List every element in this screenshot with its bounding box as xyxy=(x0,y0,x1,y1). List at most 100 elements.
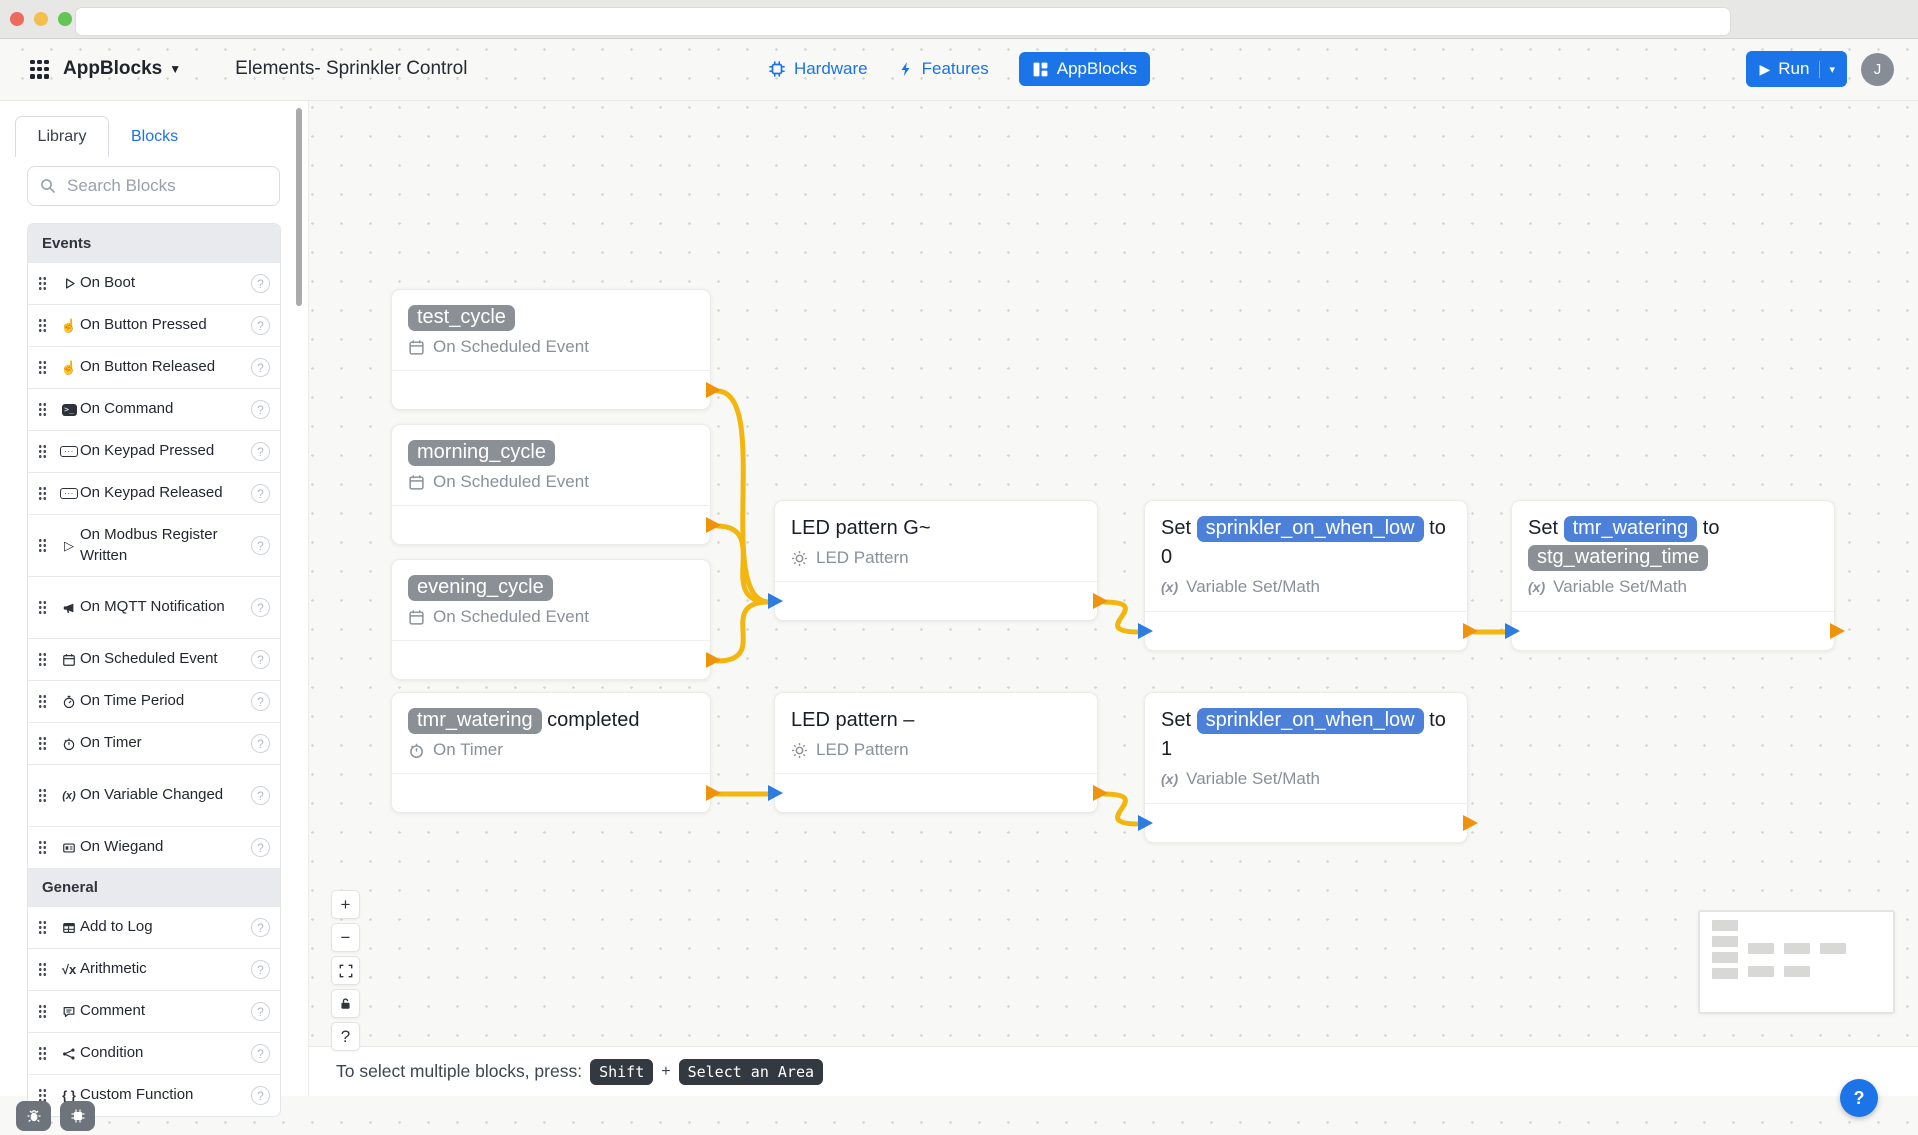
library-item-on-command[interactable]: >_ On Command ? xyxy=(28,388,280,430)
library-item-on-button-pressed[interactable]: ☝ On Button Pressed ? xyxy=(28,304,280,346)
output-port-icon[interactable] xyxy=(1463,623,1478,639)
block-morning-cycle[interactable]: morning_cycle On Scheduled Event xyxy=(391,424,721,545)
canvas-help-button[interactable]: ? xyxy=(331,1022,360,1051)
block-tmr-watering-completed[interactable]: tmr_watering completed On Timer xyxy=(391,692,721,813)
tab-blocks[interactable]: Blocks xyxy=(131,128,179,145)
drag-handle-icon[interactable] xyxy=(38,1046,47,1061)
drag-handle-icon[interactable] xyxy=(38,920,47,935)
tab-features[interactable]: Features xyxy=(898,59,989,79)
zoom-in-button[interactable]: + xyxy=(331,890,360,919)
library-item-condition[interactable]: Condition ? xyxy=(28,1032,280,1074)
input-port-icon[interactable] xyxy=(1505,623,1520,639)
library-item-on-modbus-register-written[interactable]: ▷ On Modbus Register Written ? xyxy=(28,514,280,576)
drag-handle-icon[interactable] xyxy=(38,538,47,553)
help-icon[interactable]: ? xyxy=(251,484,270,503)
help-icon[interactable]: ? xyxy=(251,734,270,753)
drag-handle-icon[interactable] xyxy=(38,600,47,615)
block-set-sprinkler-on-when-low-1[interactable]: Set sprinkler_on_when_low to 1 (x)Variab… xyxy=(1138,692,1478,843)
help-icon[interactable]: ? xyxy=(251,274,270,293)
input-port-icon[interactable] xyxy=(768,785,783,801)
output-port-icon[interactable] xyxy=(706,382,721,398)
library-item-on-wiegand[interactable]: On Wiegand ? xyxy=(28,826,280,868)
output-port-icon[interactable] xyxy=(1093,593,1108,609)
library-item-on-keypad-released[interactable]: ··· On Keypad Released ? xyxy=(28,472,280,514)
drag-handle-icon[interactable] xyxy=(38,694,47,709)
user-avatar[interactable]: J xyxy=(1861,52,1894,86)
minimap[interactable] xyxy=(1698,910,1895,1014)
tab-hardware[interactable]: Hardware xyxy=(768,59,868,79)
help-icon[interactable]: ? xyxy=(251,692,270,711)
drag-handle-icon[interactable] xyxy=(38,840,47,855)
help-icon[interactable]: ? xyxy=(251,650,270,669)
output-port-icon[interactable] xyxy=(1830,623,1845,639)
drag-handle-icon[interactable] xyxy=(38,444,47,459)
block-evening-cycle[interactable]: evening_cycle On Scheduled Event xyxy=(391,559,721,680)
search-input[interactable] xyxy=(65,175,290,197)
help-fab[interactable]: ? xyxy=(1840,1079,1878,1117)
drag-handle-icon[interactable] xyxy=(38,962,47,977)
run-button[interactable]: ▶ Run ▾ xyxy=(1745,51,1847,87)
help-icon[interactable]: ? xyxy=(251,358,270,377)
run-options-caret-icon[interactable]: ▾ xyxy=(1819,60,1837,78)
drag-handle-icon[interactable] xyxy=(38,486,47,501)
library-item-comment[interactable]: Comment ? xyxy=(28,990,280,1032)
block-set-sprinkler-on-when-low-0[interactable]: Set sprinkler_on_when_low to 0 (x)Variab… xyxy=(1138,500,1478,651)
library-item-on-variable-changed[interactable]: (x) On Variable Changed ? xyxy=(28,764,280,826)
library-item-on-keypad-pressed[interactable]: ··· On Keypad Pressed ? xyxy=(28,430,280,472)
tab-library[interactable]: Library xyxy=(15,116,109,157)
input-port-icon[interactable] xyxy=(1138,815,1153,831)
library-item-on-boot[interactable]: On Boot ? xyxy=(28,262,280,304)
drag-handle-icon[interactable] xyxy=(38,318,47,333)
help-icon[interactable]: ? xyxy=(251,838,270,857)
library-item-on-time-period[interactable]: On Time Period ? xyxy=(28,680,280,722)
library-item-on-button-released[interactable]: ☝ On Button Released ? xyxy=(28,346,280,388)
output-port-icon[interactable] xyxy=(1093,785,1108,801)
browser-address-bar[interactable] xyxy=(75,7,1731,36)
sidebar-scrollbar[interactable] xyxy=(296,108,302,306)
drag-handle-icon[interactable] xyxy=(38,652,47,667)
output-port-icon[interactable] xyxy=(706,517,721,533)
help-icon[interactable]: ? xyxy=(251,960,270,979)
block-set-tmr-watering[interactable]: Set tmr_watering to stg_watering_time (x… xyxy=(1505,500,1845,651)
help-icon[interactable]: ? xyxy=(251,786,270,805)
input-port-icon[interactable] xyxy=(768,593,783,609)
help-icon[interactable]: ? xyxy=(251,598,270,617)
drag-handle-icon[interactable] xyxy=(38,402,47,417)
help-icon[interactable]: ? xyxy=(251,316,270,335)
drag-handle-icon[interactable] xyxy=(38,1004,47,1019)
tab-appblocks[interactable]: AppBlocks xyxy=(1018,52,1151,86)
block-led-pattern-dash[interactable]: LED pattern – LED Pattern xyxy=(768,692,1108,813)
drag-handle-icon[interactable] xyxy=(38,736,47,751)
help-icon[interactable]: ? xyxy=(251,536,270,555)
drag-handle-icon[interactable] xyxy=(38,276,47,291)
output-port-icon[interactable] xyxy=(706,652,721,668)
lock-button[interactable] xyxy=(331,989,360,1018)
library-item-on-scheduled-event[interactable]: On Scheduled Event ? xyxy=(28,638,280,680)
debug-button[interactable] xyxy=(16,1101,51,1131)
device-chip-button[interactable] xyxy=(60,1101,95,1131)
output-port-icon[interactable] xyxy=(706,785,721,801)
close-window-button[interactable] xyxy=(10,12,24,26)
help-icon[interactable]: ? xyxy=(251,1044,270,1063)
block-test-cycle[interactable]: test_cycle On Scheduled Event xyxy=(391,289,721,410)
app-menu-dropdown[interactable]: AppBlocks ▼ xyxy=(63,58,181,80)
zoom-window-button[interactable] xyxy=(58,12,72,26)
block-led-pattern-g[interactable]: LED pattern G~ LED Pattern xyxy=(768,500,1108,621)
output-port-icon[interactable] xyxy=(1463,815,1478,831)
help-icon[interactable]: ? xyxy=(251,918,270,937)
apps-grid-icon[interactable] xyxy=(30,59,49,79)
library-item-arithmetic[interactable]: √x Arithmetic ? xyxy=(28,948,280,990)
library-item-on-timer[interactable]: On Timer ? xyxy=(28,722,280,764)
library-item-on-mqtt-notification[interactable]: On MQTT Notification ? xyxy=(28,576,280,638)
help-icon[interactable]: ? xyxy=(251,1002,270,1021)
zoom-out-button[interactable]: − xyxy=(331,923,360,952)
help-icon[interactable]: ? xyxy=(251,1086,270,1105)
help-icon[interactable]: ? xyxy=(251,400,270,419)
input-port-icon[interactable] xyxy=(1138,623,1153,639)
library-item-add-to-log[interactable]: Add to Log ? xyxy=(28,906,280,948)
minimize-window-button[interactable] xyxy=(34,12,48,26)
drag-handle-icon[interactable] xyxy=(38,1088,47,1103)
fit-view-button[interactable] xyxy=(331,956,360,985)
drag-handle-icon[interactable] xyxy=(38,360,47,375)
help-icon[interactable]: ? xyxy=(251,442,270,461)
